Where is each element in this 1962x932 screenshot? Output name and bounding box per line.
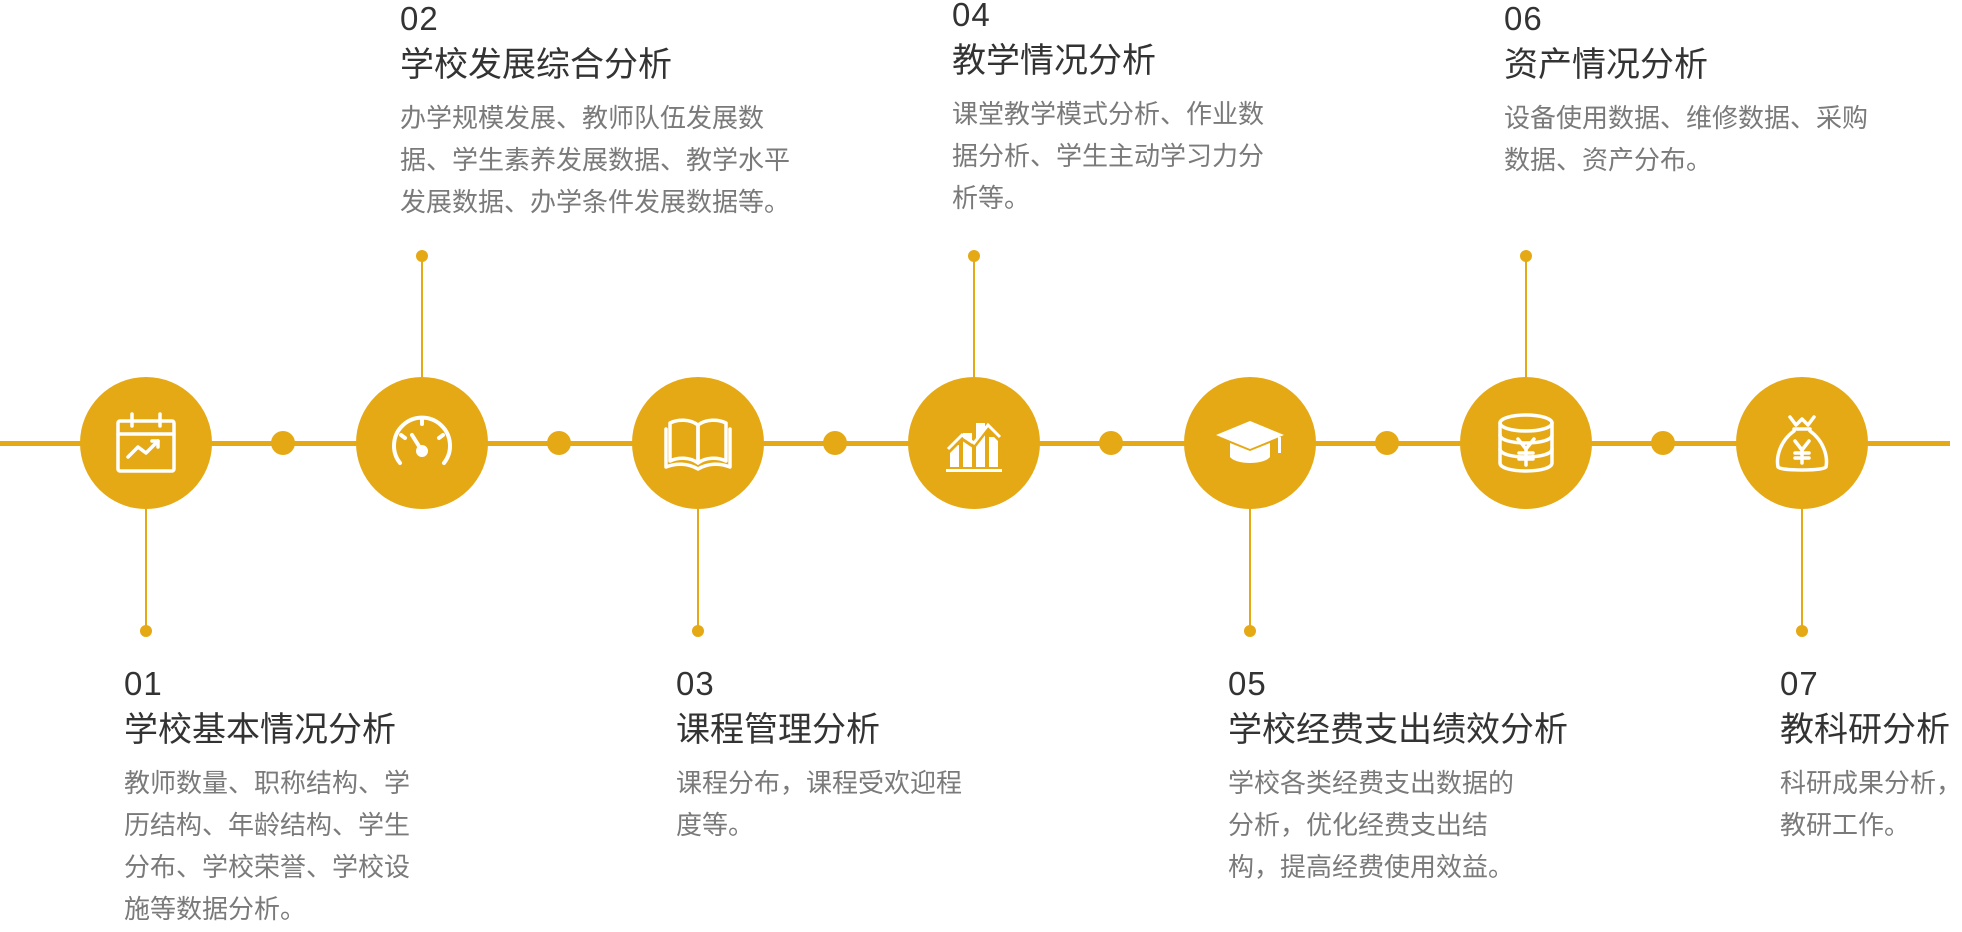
stem-05 (1249, 509, 1251, 631)
stage-node-02 (356, 377, 488, 509)
stage-node-05 (1184, 377, 1316, 509)
stage-node-06 (1460, 377, 1592, 509)
stem-07 (1801, 509, 1803, 631)
connector-dot (823, 431, 847, 455)
bar-chart-icon (946, 422, 1002, 472)
stage-block-01: 01 学校基本情况分析 教师数量、职称结构、学 历结构、年龄结构、学生 分布、学… (124, 665, 410, 931)
graduation-cap-icon (1216, 421, 1284, 463)
stage-number: 07 (1780, 665, 1819, 702)
stage-block-05: 05 学校经费支出绩效分析 学校各类经费支出数据的 分析，优化经费支出结 构，提… (1228, 665, 1568, 889)
stem-03 (697, 509, 699, 631)
stage-node-03 (632, 377, 764, 509)
stage-description: 设备使用数据、维修数据、采购 数据、资产分布。 (1504, 98, 1868, 182)
stage-description: 课堂教学模式分析、作业数 据分析、学生主动学习力分 析等。 (952, 94, 1264, 220)
stem-01 (145, 509, 147, 631)
gauge-icon (392, 415, 452, 465)
stage-number: 04 (952, 0, 991, 33)
stage-title: 教科研分析 (1780, 710, 1950, 750)
stage-title: 资产情况分析 (1504, 45, 1708, 85)
stage-description: 教师数量、职称结构、学 历结构、年龄结构、学生 分布、学校荣誉、学校设 施等数据… (124, 763, 410, 931)
desc-line: 构，提高经费使用效益。 (1228, 853, 1515, 883)
open-book-icon (664, 418, 732, 471)
stem-end-dot-04 (968, 250, 980, 262)
stage-title: 课程管理分析 (676, 710, 880, 750)
stage-block-06: 06 资产情况分析 设备使用数据、维修数据、采购 数据、资产分布。 (1504, 0, 1868, 182)
stage-number: 05 (1228, 665, 1267, 702)
stage-title: 学校基本情况分析 (124, 710, 396, 750)
stage-number: 06 (1504, 0, 1543, 37)
stage-title: 教学情况分析 (952, 41, 1156, 81)
stage-number: 02 (400, 0, 439, 37)
stage-description: 学校各类经费支出数据的 分析，优化经费支出结 构，提高经费使用效益。 (1228, 763, 1568, 889)
coin-stack-icon (1498, 413, 1554, 473)
stem-end-dot-01 (140, 625, 152, 637)
stem-end-dot-02 (416, 250, 428, 262)
stage-block-03: 03 课程管理分析 课程分布，课程受欢迎程 度等。 (676, 665, 962, 847)
desc-line: 施等数据分析。 (124, 895, 307, 925)
stem-end-dot-05 (1244, 625, 1256, 637)
desc-line: 科研成果分析， (1780, 769, 1962, 799)
stem-end-dot-06 (1520, 250, 1532, 262)
stage-title: 学校经费支出绩效分析 (1228, 710, 1568, 750)
desc-line: 教师数量、职称结构、学 (124, 769, 411, 799)
stem-06 (1525, 256, 1527, 377)
stage-node-04 (908, 377, 1040, 509)
stage-number: 01 (124, 665, 163, 702)
stem-02 (421, 256, 423, 377)
stage-node-07 (1736, 377, 1868, 509)
connector-dot (271, 431, 295, 455)
desc-line: 析等。 (952, 184, 1031, 214)
desc-line: 据分析、学生主动学习力分 (952, 142, 1265, 172)
stage-description: 办学规模发展、教师队伍发展数 据、学生素养发展数据、教学水平 发展数据、办学条件… (400, 98, 790, 224)
desc-line: 据、学生素养发展数据、教学水平 (400, 146, 791, 176)
desc-line: 办学规模发展、教师队伍发展数 (400, 104, 765, 134)
stem-04 (973, 256, 975, 377)
desc-line: 课堂教学模式分析、作业数 (952, 100, 1265, 130)
stem-end-dot-03 (692, 625, 704, 637)
connector-dot (547, 431, 571, 455)
stage-block-04: 04 教学情况分析 课堂教学模式分析、作业数 据分析、学生主动学习力分 析等。 (952, 0, 1264, 220)
desc-line: 度等。 (676, 811, 755, 841)
connector-dot (1651, 431, 1675, 455)
connector-dot (1375, 431, 1399, 455)
stage-description: 科研成果分析， 教研工作。 (1780, 763, 1962, 847)
stem-end-dot-07 (1796, 625, 1808, 637)
money-bag-icon (1775, 415, 1829, 472)
stage-block-07: 07 教科研分析 科研成果分析， 教研工作。 (1780, 665, 1962, 847)
stage-node-01 (80, 377, 212, 509)
stage-title: 学校发展综合分析 (400, 45, 672, 85)
desc-line: 分布、学校荣誉、学校设 (124, 853, 411, 883)
desc-line: 分析，优化经费支出结 (1228, 811, 1489, 841)
stage-description: 课程分布，课程受欢迎程 度等。 (676, 763, 962, 847)
desc-line: 设备使用数据、维修数据、采购 (1504, 104, 1869, 134)
desc-line: 数据、资产分布。 (1504, 146, 1713, 176)
desc-line: 学校各类经费支出数据的 (1228, 769, 1515, 799)
desc-line: 课程分布，课程受欢迎程 (676, 769, 963, 799)
stage-number: 03 (676, 665, 715, 702)
connector-dot (1099, 431, 1123, 455)
desc-line: 历结构、年龄结构、学生 (124, 811, 411, 841)
desc-line: 教研工作。 (1780, 811, 1911, 841)
desc-line: 发展数据、办学条件发展数据等。 (400, 188, 791, 218)
stage-block-02: 02 学校发展综合分析 办学规模发展、教师队伍发展数 据、学生素养发展数据、教学… (400, 0, 790, 224)
calendar-chart-icon (116, 412, 176, 473)
